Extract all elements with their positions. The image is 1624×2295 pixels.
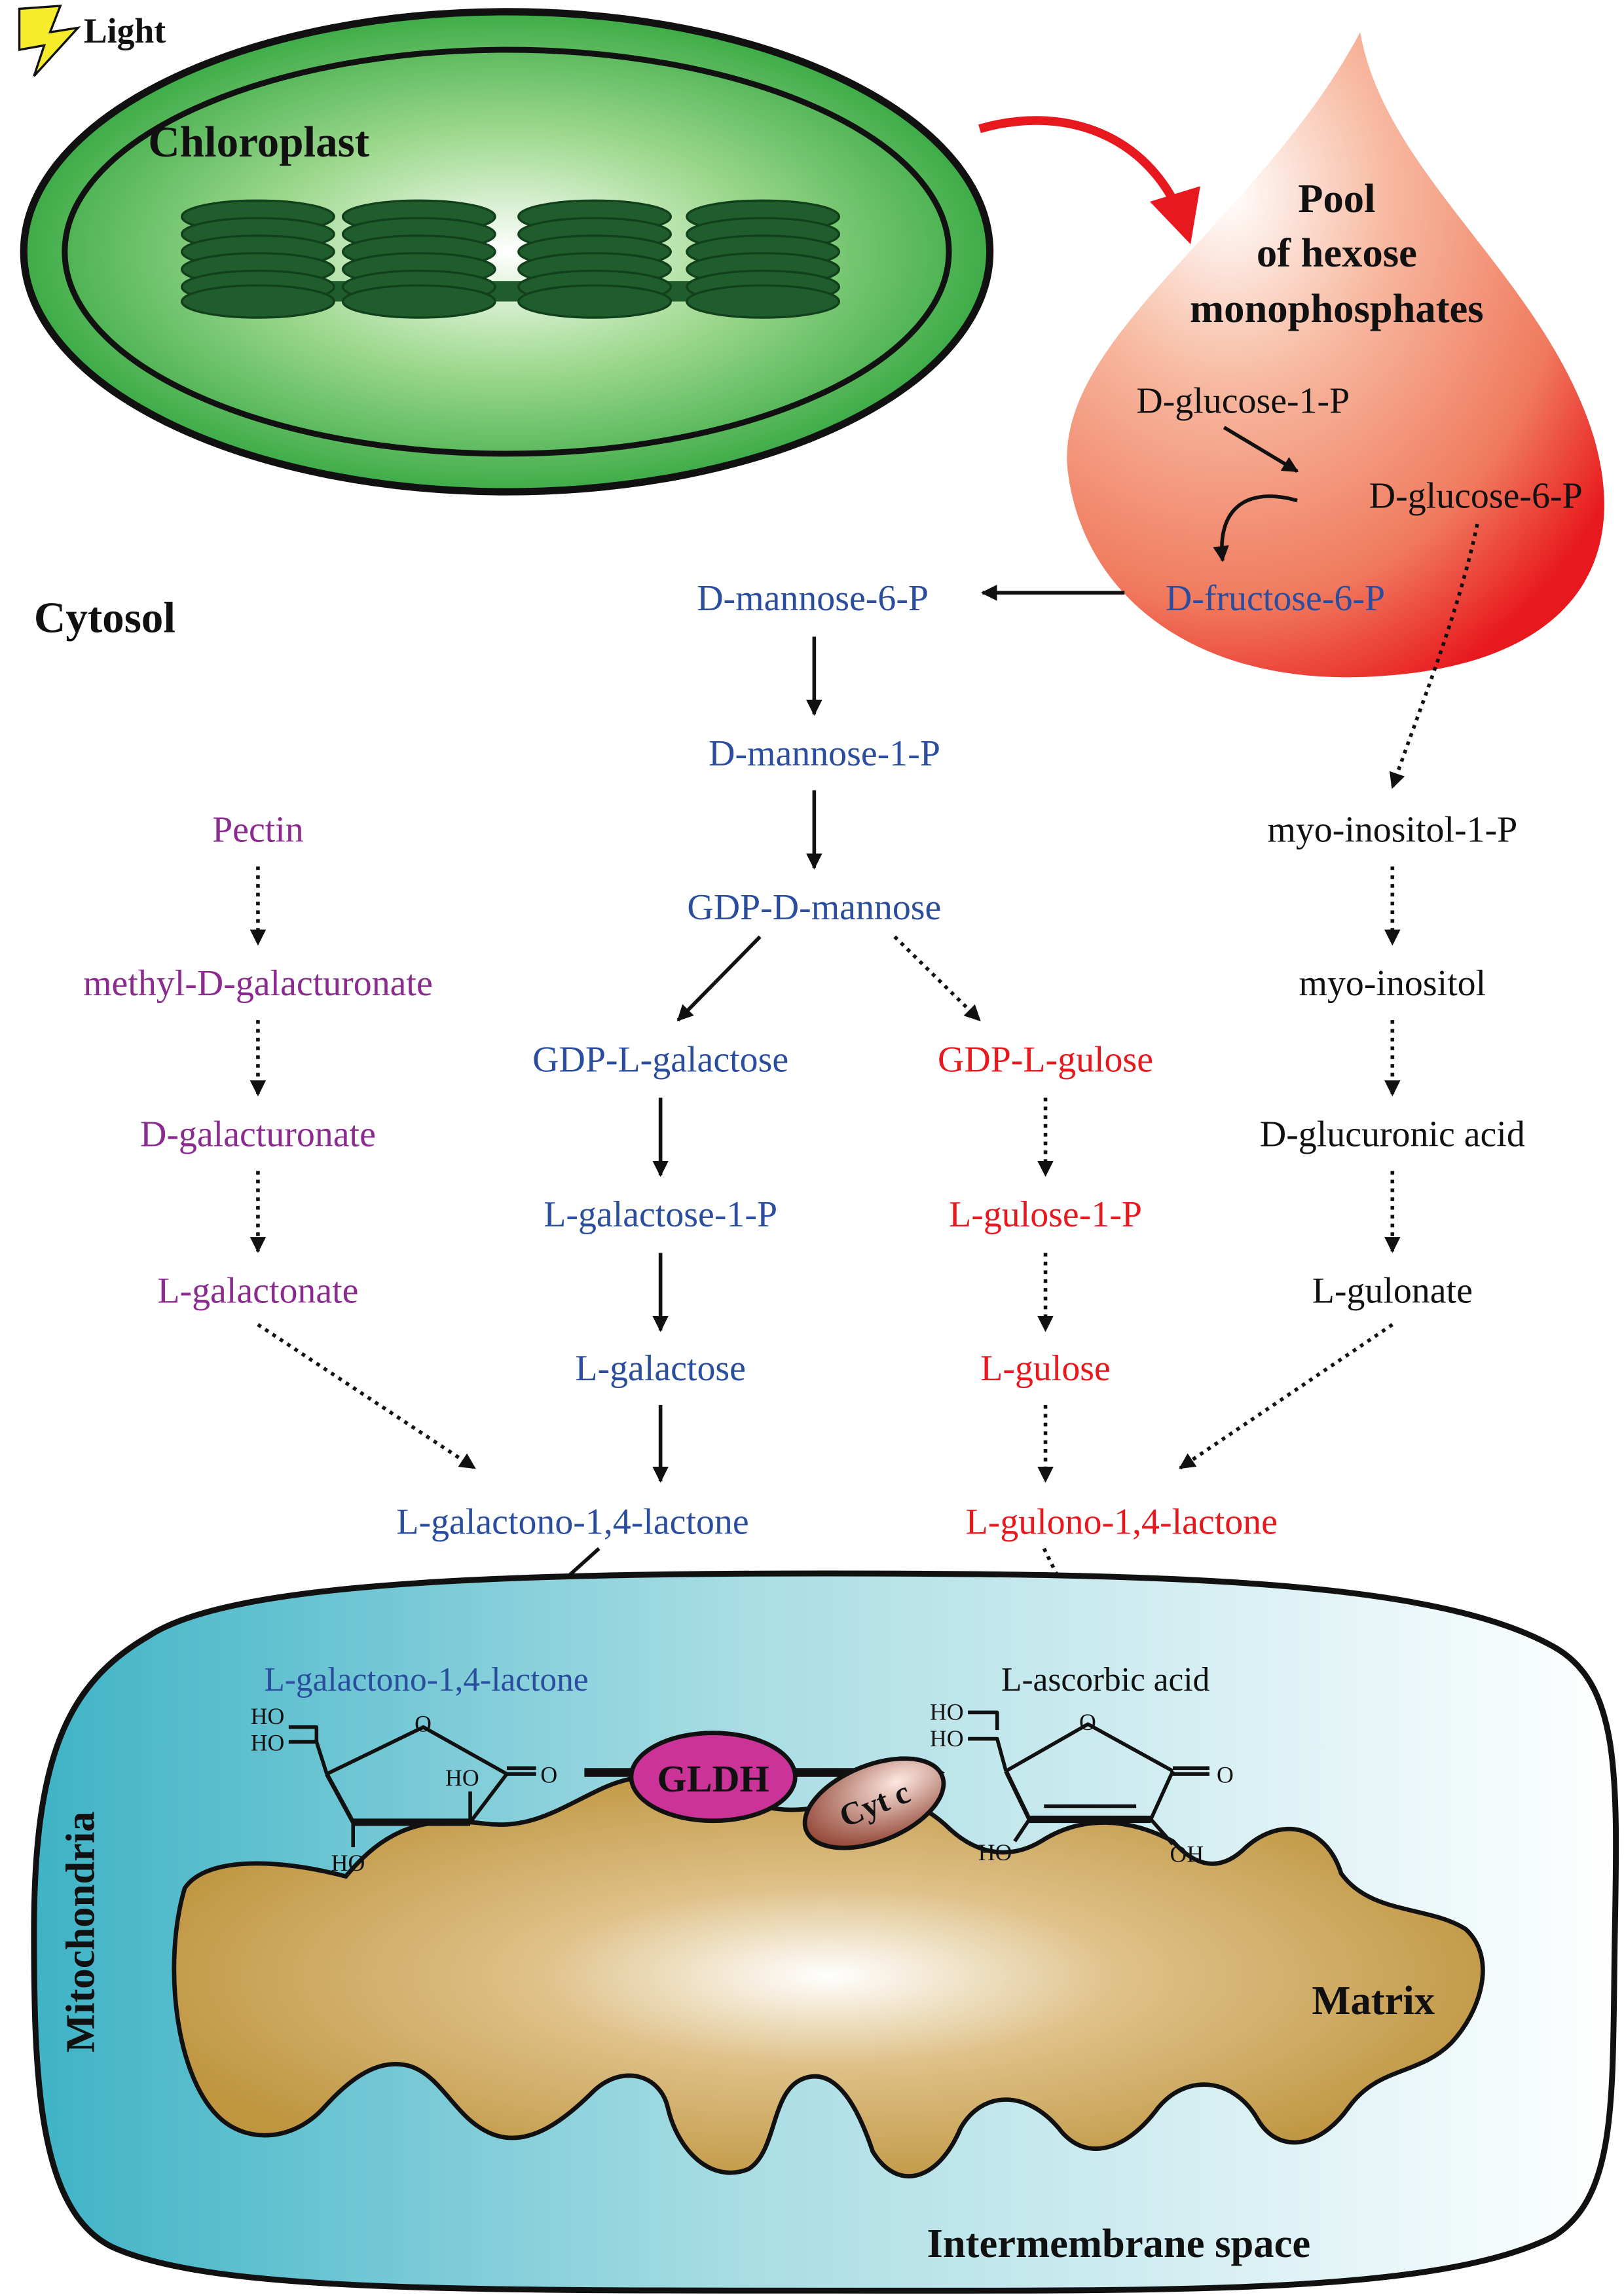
ho-label-3: HO (445, 1765, 479, 1791)
aa-ring-o-label: O (1079, 1709, 1096, 1735)
node-gdp-l-galactose: GDP-L-galactose (532, 1039, 788, 1080)
node-gdp-d-mannose: GDP-D-mannose (687, 887, 941, 928)
node-gdp-l-gulose: GDP-L-gulose (938, 1039, 1153, 1080)
gldh-enzyme (629, 1731, 798, 1824)
node-pectin: Pectin (212, 809, 304, 850)
node-l-gulose-1-p: L-gulose-1-P (949, 1194, 1142, 1235)
node-l-gulonate: L-gulonate (1312, 1270, 1473, 1311)
mitochondria-label: Mitochondria (58, 1811, 103, 2053)
thylakoid-grana (181, 199, 841, 319)
node-l-galactose: L-galactose (575, 1348, 746, 1389)
aa-ho-label-3: HO (978, 1839, 1012, 1865)
chloroplast-label: Chloroplast (148, 117, 369, 166)
node-l-gulose: L-gulose (980, 1348, 1111, 1389)
export-arrow (978, 116, 1200, 245)
mito-product-label: L-ascorbic acid (1001, 1661, 1210, 1698)
chloroplast: Chloroplast (20, 8, 994, 496)
dotted-arrows (249, 523, 1479, 1648)
arrow-lgulonate-gull (1179, 1323, 1393, 1470)
arrow-gdpman-gdpgul (893, 935, 981, 1022)
light-label: Light (84, 11, 166, 50)
aa-oh-label: OH (1170, 1841, 1204, 1867)
node-mannose-1-p: D-mannose-1-P (709, 733, 940, 774)
hexose-pool: Pool of hexose monophosphates D-glucose-… (1067, 32, 1604, 678)
aa-ho-label-2: HO (930, 1725, 964, 1752)
pool-drop-shape (1067, 32, 1604, 678)
pool-title-line1: Pool (1298, 175, 1375, 221)
node-l-galactonate: L-galactonate (157, 1270, 358, 1311)
pool-title-line3: monophosphates (1190, 285, 1484, 331)
chloroplast-outer-membrane (20, 8, 994, 496)
aa-carbonyl-o-label: O (1217, 1762, 1234, 1788)
ring-o-label: O (415, 1710, 432, 1736)
galactonolactone-structure: HO HO O O HO HO (251, 1703, 557, 1876)
node-l-galactose-1-p: L-galactose-1-P (544, 1194, 777, 1235)
arrow-g1p-g6p (1223, 426, 1299, 473)
node-methyl-d-galacturonate: methyl-D-galacturonate (83, 963, 433, 1004)
gldh-label: GLDH (657, 1757, 769, 1800)
cytosol-label: Cytosol (34, 593, 175, 642)
chloroplast-inner-membrane (62, 46, 952, 457)
matrix-label: Matrix (1312, 1977, 1435, 2023)
node-d-glucuronic-acid: D-glucuronic acid (1260, 1114, 1525, 1154)
node-mannose-6-p: D-mannose-6-P (697, 578, 929, 619)
node-fructose-6-p: D-fructose-6-P (1166, 578, 1385, 619)
gulose-pathway: GDP-L-gulose L-gulose-1-P L-gulose L-gul… (938, 1039, 1278, 1542)
mitochondrion: Mitochondria Matrix Intermembrane space … (31, 1570, 1619, 2294)
ho-label-4: HO (331, 1850, 365, 1876)
ho-label-1: HO (251, 1703, 285, 1729)
inositol-pathway: myo-inositol-1-P myo-inositol D-glucuron… (1260, 809, 1525, 1311)
cytochrome-c (802, 1756, 946, 1850)
pectin-pathway: Pectin methyl-D-galacturonate D-galactur… (83, 809, 433, 1311)
arrow-lgalact-gall (257, 1323, 476, 1470)
arrow-gdpman-gdpgal (676, 935, 762, 1021)
node-l-gulono-lactone: L-gulono-1,4-lactone (966, 1502, 1278, 1543)
intermembrane-label: Intermembrane space (927, 2220, 1310, 2266)
mannose-pathway: D-mannose-6-P D-mannose-1-P GDP-D-mannos… (396, 578, 941, 1542)
node-myo-inositol: myo-inositol (1299, 963, 1486, 1004)
arrow-g6p-mi1p (1389, 523, 1479, 789)
node-glucose-6-p: D-glucose-6-P (1369, 476, 1583, 517)
lightning-icon (18, 5, 81, 77)
mito-substrate-label: L-galactono-1,4-lactone (264, 1661, 588, 1698)
ascorbic-acid-structure: HO HO O O HO OH (930, 1699, 1234, 1867)
aa-ho-label-1: HO (930, 1699, 964, 1725)
ho-label-2: HO (251, 1729, 285, 1755)
carbonyl-o-label: O (540, 1762, 557, 1788)
node-d-galacturonate: D-galacturonate (140, 1114, 376, 1154)
arrow-g6p-f6p (1213, 494, 1298, 562)
node-myo-inositol-1-p: myo-inositol-1-P (1267, 809, 1517, 850)
node-l-galactono-lactone: L-galactono-1,4-lactone (396, 1502, 748, 1543)
node-glucose-1-p: D-glucose-1-P (1136, 380, 1350, 421)
pool-title-line2: of hexose (1257, 230, 1417, 276)
